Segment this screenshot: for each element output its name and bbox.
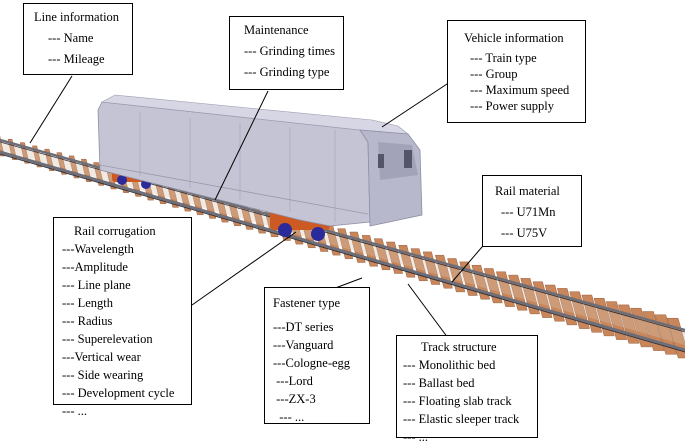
sleeper <box>593 298 615 337</box>
rail-corrugation-box: Rail corrugation ---Wavelength ---Amplit… <box>53 217 192 418</box>
sleeper <box>19 142 30 164</box>
fastener-item: --- ... <box>273 410 305 424</box>
leader-lines <box>29 75 489 339</box>
train-front-window <box>404 150 412 168</box>
rail-material-item: --- U71Mn <box>501 205 556 219</box>
corrugation-item: --- Side wearing <box>62 368 144 382</box>
sleeper <box>569 291 590 329</box>
corrugation-item: --- ... <box>62 404 87 418</box>
corrugation-item: ---Vertical wear <box>62 350 141 364</box>
train-vehicle <box>97 94 423 241</box>
track-structure-item: --- Monolithic bed <box>403 358 496 372</box>
sleeper <box>508 274 528 311</box>
sleeper <box>349 231 366 263</box>
line-information-title: Line information <box>34 10 120 24</box>
leader-maintenance <box>214 90 269 201</box>
train-skirt-line <box>99 164 369 215</box>
track-structure-box: Track structure --- Monolithic bed --- B… <box>396 335 538 444</box>
leader-line-info <box>29 75 73 144</box>
vehicle-information-box: Vehicle information --- Train type --- G… <box>447 20 586 123</box>
fastener-item: ---Lord <box>273 374 313 388</box>
corrugation-item: ---Wavelength <box>62 242 134 256</box>
sleeper <box>544 284 565 322</box>
front-wheel-2 <box>311 227 325 241</box>
vehicle-info-item: --- Train type <box>470 51 537 65</box>
leader-rail-material <box>451 239 489 283</box>
sleeper <box>93 162 105 186</box>
sleeper <box>32 145 42 168</box>
track-sleepers <box>0 135 685 359</box>
corrugation-item: ---Amplitude <box>62 260 128 274</box>
rail-corrugation-title: Rail corrugation <box>74 224 156 238</box>
sleeper <box>605 301 628 340</box>
rail-near-edge <box>0 153 685 353</box>
sleeper <box>80 158 92 182</box>
corrugation-item: --- Length <box>62 296 114 310</box>
track-structure-item: --- Ballast bed <box>403 376 475 390</box>
fastener-item: ---Cologne-egg <box>273 356 351 370</box>
fastener-type-box: Fastener type ---DT series ---Vanguard -… <box>264 287 370 424</box>
maintenance-box: Maintenance --- Grinding times --- Grind… <box>229 16 344 90</box>
fastener-item: ---ZX-3 <box>273 392 316 406</box>
sleeper <box>44 148 55 171</box>
sleeper <box>654 314 677 355</box>
sleeper <box>398 245 416 278</box>
corrugation-item: --- Superelevation <box>62 332 153 346</box>
vehicle-information-title: Vehicle information <box>464 31 564 45</box>
rail-material-title: Rail material <box>495 184 560 198</box>
sleeper <box>618 304 640 344</box>
track-bed-strip <box>0 142 685 345</box>
maintenance-item: --- Grinding type <box>244 65 330 79</box>
corrugation-item: --- Line plane <box>62 278 131 292</box>
vehicle-info-item: --- Maximum speed <box>470 83 570 97</box>
front-wheel-1 <box>278 223 292 237</box>
rail-near <box>0 150 685 352</box>
sleeper <box>630 307 653 348</box>
train-side-window <box>378 154 384 168</box>
line-information-box: Line information --- Name --- Mileage <box>23 3 133 75</box>
rail-material-item: --- U75V <box>501 226 548 240</box>
sleeper <box>642 311 665 351</box>
fastener-item: ---DT series <box>273 320 334 334</box>
sleeper <box>556 288 578 326</box>
line-info-item: --- Mileage <box>48 52 105 66</box>
sleeper <box>532 281 553 318</box>
sleeper <box>7 139 18 160</box>
sleeper <box>520 278 541 315</box>
track-structure-item: --- ... <box>403 430 428 444</box>
sleeper <box>422 251 441 285</box>
leader-track <box>407 283 449 339</box>
sleeper <box>471 264 491 300</box>
sleeper <box>483 268 503 304</box>
rear-wheel-1 <box>117 175 127 185</box>
rail-material-box: Rail material --- U71Mn --- U75V <box>482 175 582 247</box>
vehicle-info-item: --- Power supply <box>470 99 555 113</box>
fastener-type-title: Fastener type <box>273 296 340 310</box>
sleeper <box>337 228 354 260</box>
track-structure-item: --- Floating slab track <box>403 394 512 408</box>
track-structure-item: --- Elastic sleeper track <box>403 412 520 426</box>
sleeper <box>410 248 428 282</box>
sleeper <box>434 254 453 289</box>
fastener-item: ---Vanguard <box>273 338 334 352</box>
corrugation-item: --- Radius <box>62 314 113 328</box>
leader-corrugation <box>191 231 297 306</box>
track-structure-title: Track structure <box>421 340 497 354</box>
vehicle-info-item: --- Group <box>470 67 518 81</box>
corrugation-item: --- Development cycle <box>62 386 175 400</box>
maintenance-title: Maintenance <box>244 23 309 37</box>
sleeper <box>373 238 391 271</box>
line-info-item: --- Name <box>48 31 94 45</box>
leader-vehicle <box>381 81 451 128</box>
maintenance-item: --- Grinding times <box>244 44 335 58</box>
sleeper <box>386 241 404 274</box>
sleeper <box>459 261 478 296</box>
